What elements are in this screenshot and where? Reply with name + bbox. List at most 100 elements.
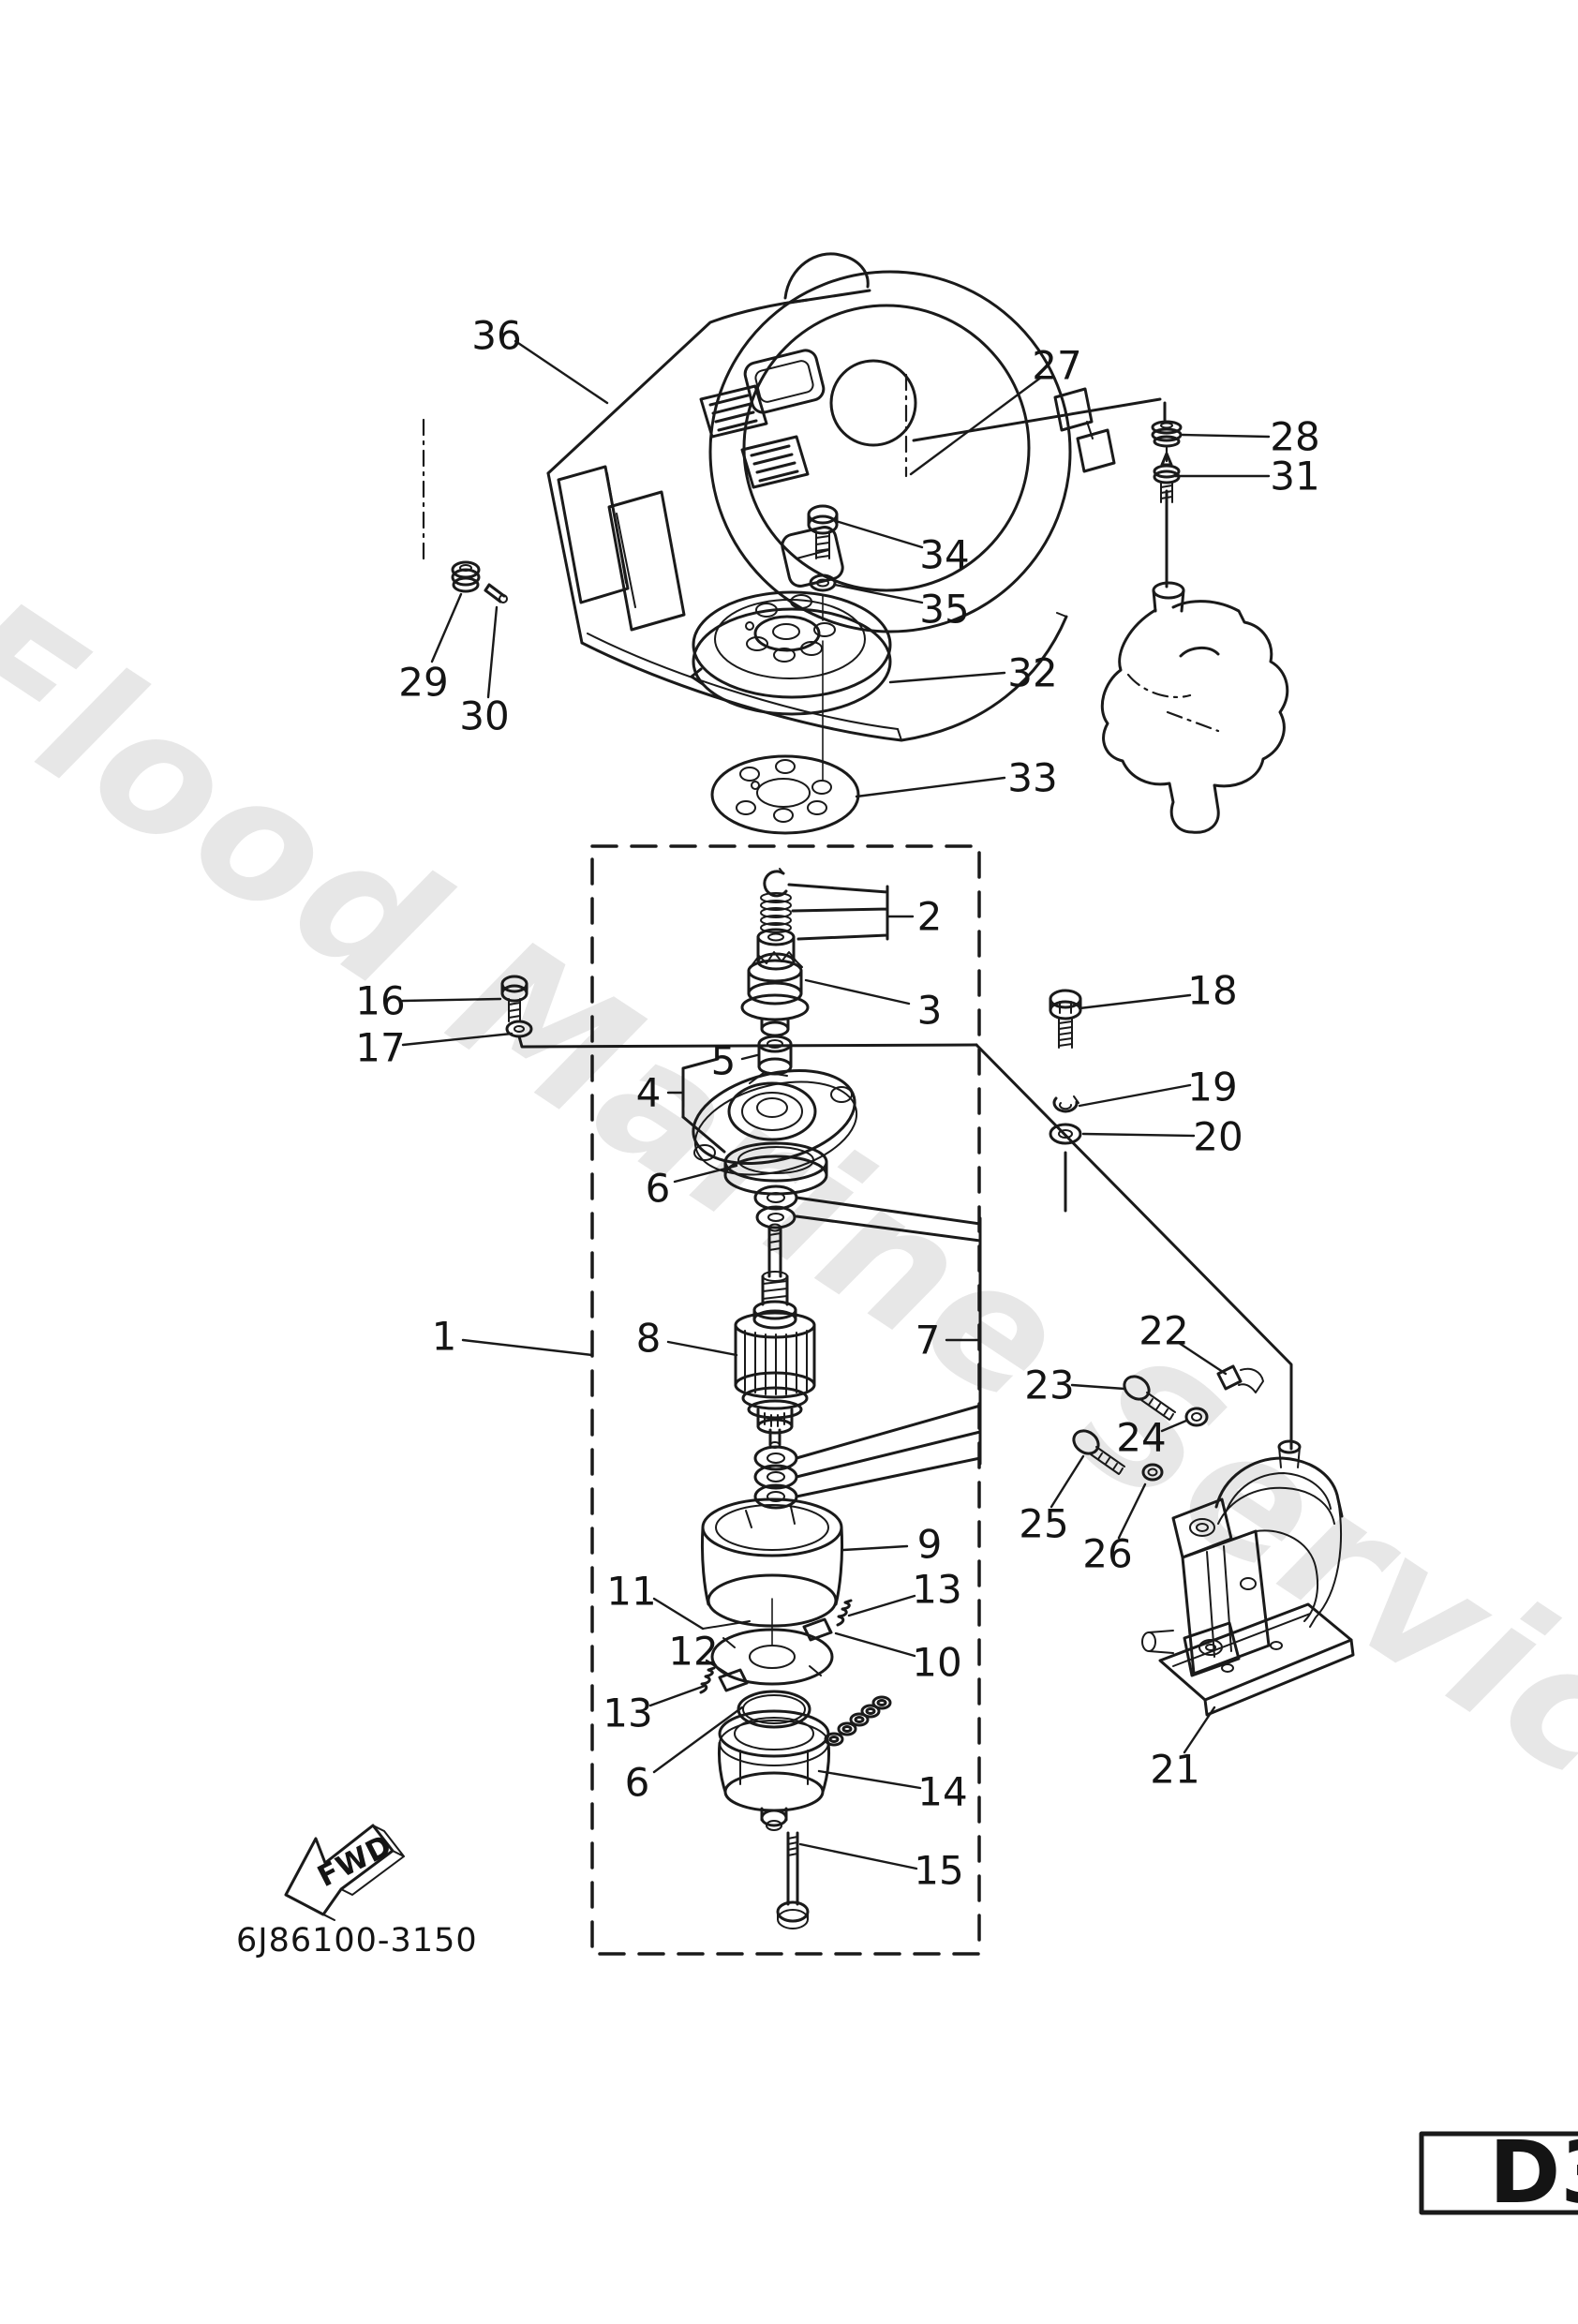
callout-25: 25: [1019, 1501, 1068, 1547]
leader-line-3: [804, 978, 911, 1006]
leader-line-24: [1160, 1419, 1188, 1433]
callout-10: 10: [912, 1640, 961, 1686]
leader-line-5: [740, 1053, 759, 1061]
leader-line-13: [648, 1684, 707, 1707]
callout-19: 19: [1187, 1065, 1237, 1110]
leader-line-14: [817, 1769, 922, 1790]
leader-line-25: [1050, 1454, 1085, 1509]
washer-26: [1141, 1463, 1164, 1482]
callout-23: 23: [1024, 1363, 1074, 1408]
leader-line-17: [401, 1032, 514, 1047]
leader-line-34: [834, 519, 924, 549]
bushing-5: [757, 1035, 793, 1076]
leader-line-1: [461, 1338, 594, 1357]
leader-line-29: [430, 592, 463, 663]
leader-line-11: [652, 1597, 705, 1631]
callout-15: 15: [914, 1848, 963, 1894]
leader-line-10: [834, 1631, 916, 1658]
screw-31: [1153, 452, 1181, 503]
leader-line-6: [673, 1164, 738, 1184]
callout-33: 33: [1007, 755, 1057, 801]
callout-11: 11: [606, 1569, 656, 1615]
callout-14: 14: [917, 1769, 967, 1815]
brush-10: [802, 1617, 833, 1642]
leader-line-26: [1117, 1482, 1147, 1540]
leader-line-6: [652, 1706, 744, 1774]
fwd-direction-arrow: FWD: [284, 1824, 405, 1921]
callout-13: 13: [603, 1691, 652, 1736]
drawing-part-code: 6J86100-3150: [236, 1922, 478, 1959]
callout-2: 2: [917, 894, 943, 940]
leader-line-32: [888, 671, 1006, 684]
cover-vent-grille-lower: [740, 435, 810, 489]
leader-line-22: [1177, 1341, 1228, 1376]
terminal-hardware: [824, 1695, 892, 1747]
leader-line-28: [1181, 433, 1271, 439]
callout-12: 12: [668, 1629, 718, 1675]
callout-28: 28: [1270, 414, 1319, 460]
callout-22: 22: [1139, 1308, 1188, 1354]
callout-31: 31: [1270, 454, 1319, 499]
callout-6: 6: [625, 1760, 650, 1806]
callout-8: 8: [636, 1316, 662, 1362]
brush-spring-13-left: [699, 1666, 716, 1694]
callout-32: 32: [1007, 650, 1057, 696]
mount-bolt-18: [1049, 989, 1082, 1049]
callout-4: 4: [636, 1070, 662, 1116]
leader-line-36: [514, 339, 609, 405]
leader-line-30: [486, 605, 499, 699]
callout-35: 35: [919, 587, 969, 633]
callout-21: 21: [1150, 1747, 1199, 1793]
leader-line-18: [1078, 993, 1192, 1010]
leader-line-20: [1081, 1132, 1196, 1138]
cover-washer-35: [809, 574, 837, 781]
cover-bolt-34: [807, 504, 839, 559]
callout-36: 36: [471, 313, 521, 359]
leader-line-33: [855, 776, 1006, 798]
callout-20: 20: [1193, 1114, 1243, 1160]
leader-line-8: [666, 1340, 738, 1357]
page-tag-label: D3: [1489, 2123, 1578, 2223]
lock-washer-19: [1052, 1095, 1079, 1113]
pin-30: [484, 583, 508, 603]
bolt-25: [1072, 1429, 1125, 1475]
callout-18: 18: [1187, 968, 1237, 1014]
armature-8: [734, 1223, 816, 1449]
callout-17: 17: [355, 1025, 405, 1071]
base-plate-33: [710, 754, 860, 835]
engine-reference-sketch: [1100, 581, 1289, 834]
callout-13: 13: [912, 1567, 961, 1613]
leader-line-9: [841, 1544, 909, 1552]
clamp-22: [1216, 1364, 1264, 1393]
cover-vent-grille-upper: [699, 384, 768, 439]
cover-mount-straps: [557, 465, 686, 632]
leader-line-27: [909, 375, 1044, 476]
callout-26: 26: [1082, 1531, 1132, 1577]
through-bolt-15: [776, 1831, 810, 1929]
page-tag-box: D3: [1419, 2123, 1578, 2223]
grommet-29: [451, 560, 481, 593]
leader-line-13: [847, 1594, 916, 1617]
callout-29: 29: [398, 660, 448, 706]
magneto-rotor-32: [690, 590, 892, 716]
callout-6: 6: [646, 1166, 671, 1212]
washer-24: [1184, 1407, 1209, 1427]
leader-line-35: [833, 583, 924, 604]
flywheel-cover-36: [422, 252, 1116, 742]
brush-12: [718, 1668, 749, 1692]
leader-line-12: [705, 1659, 729, 1676]
bolt-23: [1123, 1375, 1176, 1421]
callout-1: 1: [432, 1314, 457, 1360]
brush-holder-plate-11: [702, 1598, 834, 1686]
grommet-28: [1151, 420, 1183, 448]
brush-spring-13-right: [836, 1599, 853, 1627]
callout-27: 27: [1032, 343, 1081, 389]
callout-30: 30: [459, 693, 509, 739]
leader-line-16: [401, 997, 502, 1003]
starter-bracket-21: [1141, 1439, 1355, 1717]
leader-line-21: [1183, 1706, 1216, 1754]
callout-7: 7: [916, 1318, 941, 1363]
